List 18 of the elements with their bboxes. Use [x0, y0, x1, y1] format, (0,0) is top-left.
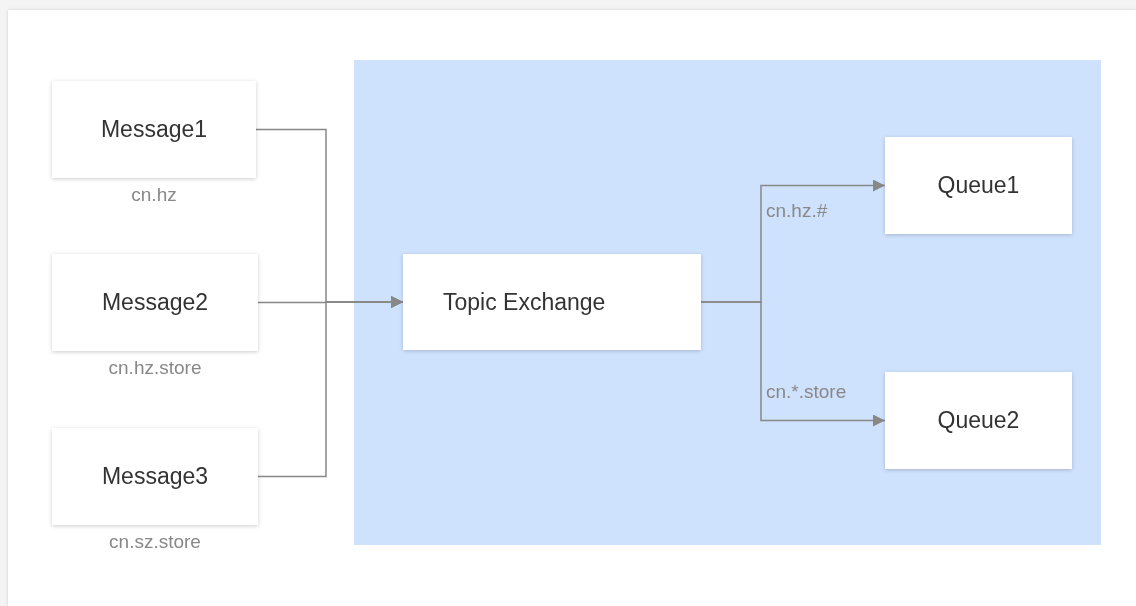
routing-key-label: cn.hz.store: [108, 357, 202, 379]
node-label: Message2: [101, 289, 209, 316]
routing-key-label: cn.hz: [131, 184, 177, 206]
arrow: [700, 301, 886, 427]
process-box: [52, 428, 258, 525]
process-box: [52, 254, 258, 351]
group-panel: [354, 60, 1101, 545]
node-label: Queue1: [937, 172, 1020, 199]
process-box: [52, 81, 256, 178]
process-box: [403, 254, 701, 350]
node-label: Message3: [101, 463, 209, 490]
arrow: [257, 296, 404, 478]
node-label: Queue2: [937, 407, 1020, 434]
node-label: Message1: [100, 116, 208, 143]
routing-key-label: cn.sz.store: [109, 531, 201, 553]
node-label: Topic Exchange: [443, 288, 606, 316]
process-box: [885, 137, 1072, 234]
process-box: [885, 372, 1072, 469]
